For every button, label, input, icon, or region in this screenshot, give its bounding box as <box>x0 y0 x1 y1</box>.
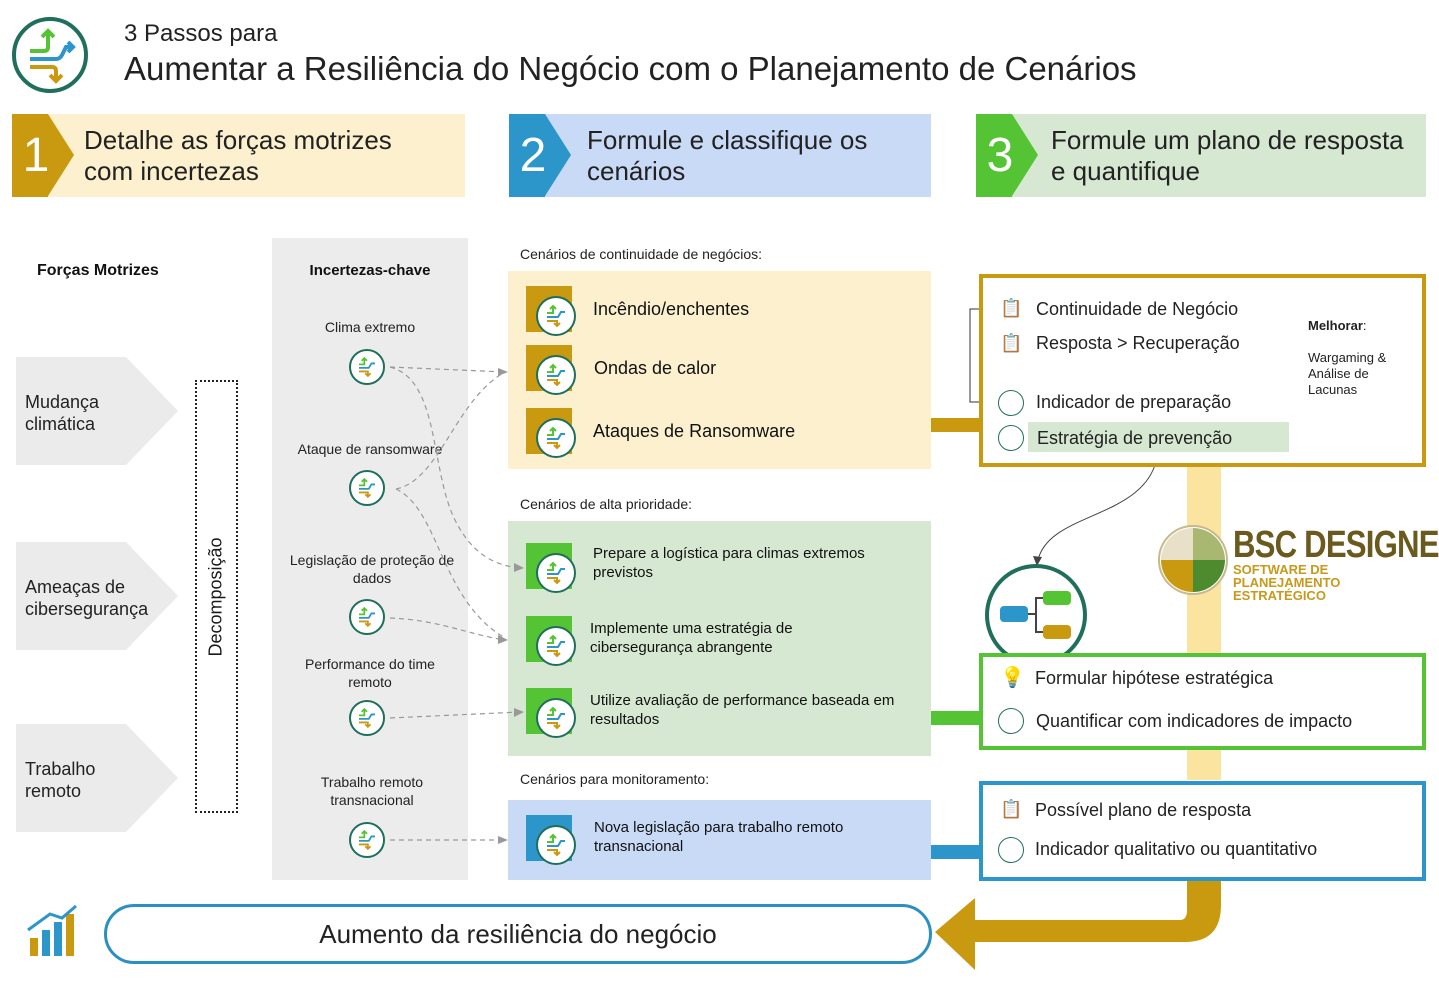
scenario-icon <box>536 418 576 458</box>
force-arrow-cyber <box>126 542 178 650</box>
strategy-icon <box>998 425 1024 451</box>
step-1-label: Detalhe as forças motrizes com incerteza… <box>84 124 392 186</box>
force-climate: Mudança climática <box>25 392 100 434</box>
response-item: Quantificar com indicadores de impacto <box>1036 711 1353 731</box>
page-subtitle: 3 Passos para <box>124 20 278 47</box>
monitoring-response-box <box>979 781 1426 881</box>
step-2-number: 2 <box>519 129 547 182</box>
scenario-icon <box>349 822 385 858</box>
priority-scenarios-label: Cenários de alta prioridade: <box>520 496 692 512</box>
uncertainties-header: Incertezas-chave <box>309 262 431 279</box>
clipboard-icon: 📋 <box>1000 799 1023 819</box>
strategy-map-icon <box>985 564 1087 666</box>
scenario-icon <box>349 470 385 506</box>
step-3-label: Formule um plano de resposta e quantifiq… <box>1051 124 1404 186</box>
bsc-designer-logo: BSC DESIGNER <box>1233 524 1439 566</box>
improve-text: Wargaming & Análise de Lacunas <box>1308 350 1387 397</box>
continuity-scenario: Ataques de Ransomware <box>593 421 796 441</box>
growth-chart-icon <box>27 904 77 956</box>
response-item: Indicador de preparação <box>1036 392 1232 412</box>
prevention-highlight <box>1028 422 1289 452</box>
continuity-scenarios-panel <box>508 271 931 469</box>
scenario-icon <box>536 355 576 395</box>
priority-scenarios-panel <box>508 521 931 756</box>
priority-response-box <box>979 653 1426 750</box>
scenario-icon <box>536 825 576 865</box>
uncertainty-label: Trabalho remoto transnacional <box>320 774 424 808</box>
outcome-pill <box>104 904 932 964</box>
uncertainties-column <box>272 238 468 880</box>
response-item: Formular hipótese estratégica <box>1035 668 1274 688</box>
clipboard-icon: 📋 <box>1000 333 1023 353</box>
force-remote: Trabalho remoto <box>25 759 96 801</box>
scenario-icon <box>536 553 576 593</box>
force-cyber: Ameaças de cibersegurança <box>25 577 149 619</box>
uncertainty-label: Clima extremo <box>324 319 416 335</box>
page-title: Aumentar a Resiliência do Negócio com o … <box>124 50 1137 87</box>
monitoring-scenario: Nova legislação para trabalho remoto tra… <box>594 819 844 855</box>
step-3-number: 3 <box>986 129 1014 182</box>
uncertainty-label: Ataque de ransomware <box>297 441 443 457</box>
step-1-number: 1 <box>22 129 50 182</box>
forces-header: Forças Motrizes <box>37 262 159 279</box>
gauge-icon <box>998 390 1024 416</box>
scenario-icon <box>536 296 576 336</box>
force-arrow-remote <box>126 724 178 832</box>
bsc-designer-tagline: SOFTWARE DE PLANEJAMENTO ESTRATÉGICO <box>1233 562 1341 603</box>
scenario-icon <box>349 349 385 385</box>
step-2-label: Formule e classifique os cenários <box>587 124 868 186</box>
response-item: Continuidade de Negócio <box>1036 299 1239 319</box>
uncertainty-label: Legislação de proteção de dados <box>289 552 455 586</box>
bsc-logo-icon <box>1158 525 1228 595</box>
monitoring-scenarios-panel <box>508 800 931 880</box>
clipboard-icon: 📋 <box>1000 298 1023 318</box>
priority-scenario: Utilize avaliação de performance baseada… <box>590 692 895 728</box>
uncertainty-label: Performance do time remoto <box>305 656 435 690</box>
improve-label: Melhorar: <box>1308 318 1367 333</box>
scenario-icon <box>536 626 576 666</box>
continuity-scenarios-label: Cenários de continuidade de negócios: <box>520 246 763 262</box>
outcome-text: Aumento da resiliência do negócio <box>319 919 717 949</box>
monitoring-scenarios-label: Cenários para monitoramento: <box>520 771 710 787</box>
gauge-icon <box>998 708 1024 734</box>
step-2-banner: 2 Formule e classifique os cenários <box>509 114 931 197</box>
force-block-cyber <box>16 542 126 650</box>
priority-scenario: Implemente uma estratégia de cibersegura… <box>590 620 793 656</box>
scenario-icon <box>349 700 385 736</box>
gauge-icon <box>998 837 1024 863</box>
decomposition-box <box>195 380 238 813</box>
step-1-banner: 1 Detalhe as forças motrizes com incerte… <box>12 114 465 197</box>
lightbulb-icon: 💡 <box>1000 667 1025 689</box>
force-block-remote <box>16 724 126 832</box>
response-item: Resposta > Recuperação <box>1036 333 1240 353</box>
continuity-scenario: Incêndio/enchentes <box>593 299 750 319</box>
force-arrow-climate <box>126 357 178 465</box>
response-item: Indicador qualitativo ou quantitativo <box>1035 839 1318 859</box>
scenario-icon <box>349 599 385 635</box>
response-item: Possível plano de resposta <box>1035 800 1252 820</box>
step-3-banner: 3 Formule um plano de resposta e quantif… <box>976 114 1426 197</box>
priority-scenario: Prepare a logística para climas extremos… <box>593 545 865 581</box>
scenario-logo-icon <box>12 17 88 93</box>
scenario-icon <box>536 698 576 738</box>
continuity-scenario: Ondas de calor <box>594 358 717 378</box>
force-block-climate <box>16 357 126 465</box>
response-item: Estratégia de prevenção <box>1037 428 1233 448</box>
